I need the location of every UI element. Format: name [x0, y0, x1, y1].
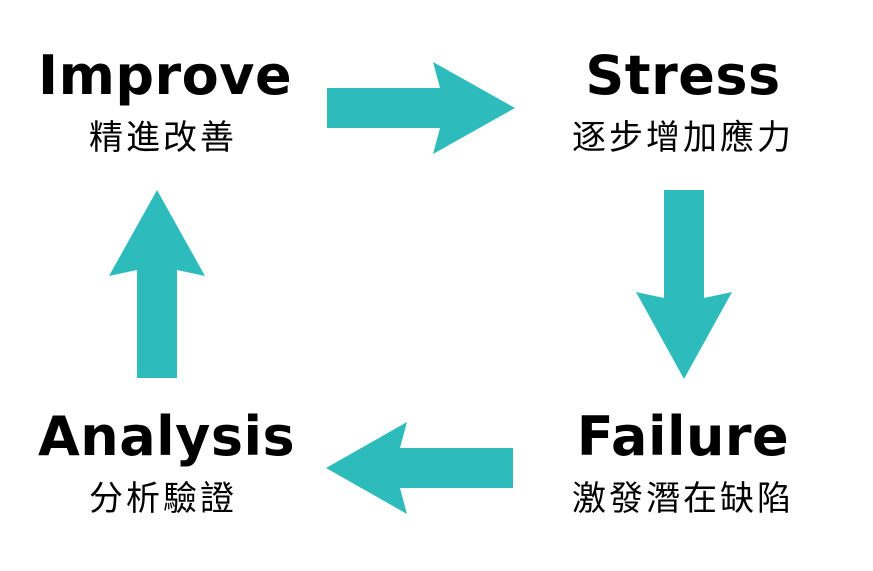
node-title: Improve [38, 44, 293, 107]
node-failure: Failure 激發潛在缺陷 [548, 405, 818, 521]
arrow-failure-to-analysis [326, 422, 513, 514]
node-stress: Stress 逐步增加應力 [548, 44, 818, 160]
node-subtitle: 精進改善 [89, 118, 237, 158]
node-subtitle: 分析驗證 [89, 479, 237, 519]
arrow-stress-to-failure [636, 190, 732, 379]
node-title: Stress [585, 44, 781, 107]
arrow-improve-to-stress [327, 62, 515, 154]
node-title: Analysis [38, 405, 296, 468]
node-analysis: Analysis 分析驗證 [38, 405, 296, 521]
node-subtitle: 激發潛在缺陷 [572, 479, 794, 519]
node-subtitle: 逐步增加應力 [572, 118, 794, 158]
node-improve: Improve 精進改善 [38, 44, 293, 160]
arrow-analysis-to-improve [109, 190, 205, 378]
node-title: Failure [576, 405, 790, 468]
